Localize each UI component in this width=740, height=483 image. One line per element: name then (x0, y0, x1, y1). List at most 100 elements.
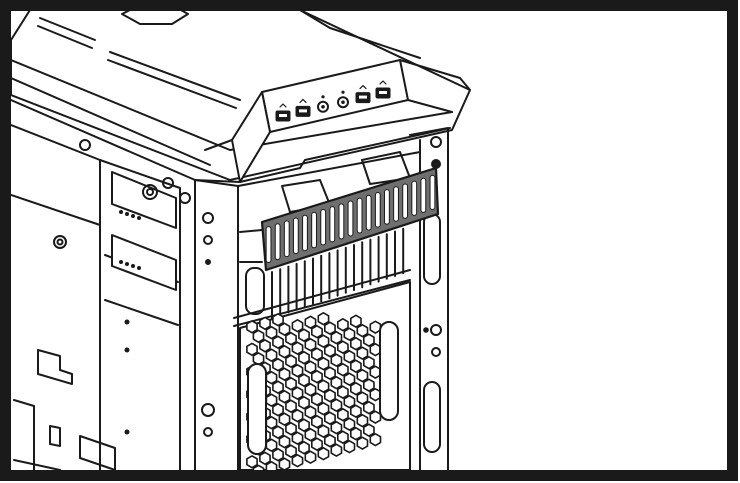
mesh-hexagon (278, 344, 291, 359)
screw-icon (56, 238, 64, 246)
audio-jack-icon (317, 95, 329, 113)
mesh-hexagon (246, 320, 258, 334)
mesh-hexagon (252, 352, 265, 366)
mesh-hexagon (362, 423, 375, 437)
mesh-hexagon (349, 426, 362, 441)
mesh-hexagon (310, 414, 323, 429)
drive-led-dots (119, 210, 141, 270)
mesh-hexagon (246, 342, 258, 357)
mesh-hexagon (304, 337, 317, 352)
mesh-hexagon (278, 412, 291, 426)
mesh-hexagon (298, 395, 310, 410)
mesh-hexagon (285, 399, 297, 413)
mesh-hexagon (336, 317, 349, 332)
mesh-hexagon (310, 392, 323, 406)
mesh-hexagon (317, 401, 330, 416)
mesh-hexagon (272, 335, 284, 349)
mesh-hexagon (259, 316, 271, 331)
screw-icon (162, 177, 174, 189)
mesh-hexagon (246, 455, 258, 469)
usb3-port-icon (375, 80, 391, 99)
mesh-hexagon (336, 340, 349, 354)
mesh-hexagon (330, 398, 343, 412)
mesh-hexagon (285, 421, 297, 436)
mesh-hexagon (336, 385, 349, 399)
mesh-hexagon (362, 378, 375, 392)
mesh-hexagon (317, 379, 330, 393)
usb3-port-icon (295, 98, 311, 117)
mesh-hexagon (291, 386, 304, 400)
mesh-hexagon (317, 356, 330, 371)
mesh-hexagon (310, 324, 323, 339)
cover-slot (356, 197, 363, 234)
front-mesh-panel (239, 281, 411, 470)
usb3-port-icon (275, 103, 291, 122)
mesh-hexagon (323, 411, 336, 425)
mesh-hexagon (323, 321, 336, 335)
mesh-hexagon (285, 444, 297, 458)
power-button-icon (121, 10, 189, 25)
mesh-hexagon (356, 346, 369, 360)
mesh-hexagon (291, 318, 304, 333)
mesh-hexagon (356, 368, 369, 383)
mesh-hexagon (265, 415, 278, 430)
mesh-hexagon (349, 381, 362, 396)
mesh-hexagon (349, 359, 362, 373)
mesh-hexagon (343, 439, 356, 454)
mesh-hexagon (272, 402, 284, 417)
mesh-hexagon (272, 357, 284, 372)
mesh-hexagon (278, 457, 291, 470)
mesh-hexagon (323, 433, 336, 448)
mesh-hexagon (291, 363, 304, 378)
mesh-hexagon (298, 440, 310, 455)
mesh-hexagon (323, 388, 336, 403)
mesh-hexagon (330, 353, 343, 367)
mesh-hexagon (349, 404, 362, 418)
mesh-hexagon (272, 447, 284, 462)
mesh-hexagon (265, 348, 278, 362)
cover-slot (384, 189, 390, 225)
mesh-hexagon (298, 373, 310, 387)
mesh-hexagon (265, 393, 278, 407)
mesh-hexagon (304, 405, 317, 419)
mesh-hexagon (343, 327, 356, 341)
cover-slot (365, 194, 372, 231)
mesh-hexagon (252, 464, 265, 470)
mesh-hexagon (259, 451, 271, 466)
usb3-port-icon (355, 85, 371, 104)
mesh-hexagon (330, 420, 343, 435)
mesh-hexagon (265, 370, 278, 385)
cover-slot (292, 217, 299, 255)
mesh-hexagon (298, 328, 310, 342)
screw-icon (179, 192, 191, 204)
thumbscrew-icon (146, 188, 154, 196)
mesh-hexagon (317, 446, 330, 461)
mesh-hexagon (291, 341, 304, 355)
cover-slot (311, 211, 317, 249)
mesh-hexagon (317, 424, 330, 438)
cover-slot (429, 174, 436, 210)
mesh-hexagon (336, 430, 349, 444)
screw-icon (79, 139, 91, 151)
io-port-row (275, 80, 391, 122)
bay-cover-plate (260, 166, 440, 272)
mesh-hexagon (330, 443, 343, 457)
mesh-hexagon (252, 329, 265, 344)
cover-slot (393, 186, 399, 222)
mesh-hexagon (356, 391, 369, 405)
mesh-hexagon (349, 336, 362, 351)
mesh-hexagon (362, 355, 375, 370)
cover-slot (420, 177, 427, 213)
mesh-hexagon (272, 312, 284, 327)
mesh-hexagon (304, 450, 317, 464)
mesh-hexagon (304, 315, 317, 329)
mesh-hexagon (259, 339, 271, 353)
mesh-hexagon (272, 425, 284, 439)
cover-slot (274, 223, 281, 261)
cover-slot (347, 200, 354, 237)
mesh-hexagon (272, 380, 284, 394)
cover-slot (402, 183, 409, 219)
